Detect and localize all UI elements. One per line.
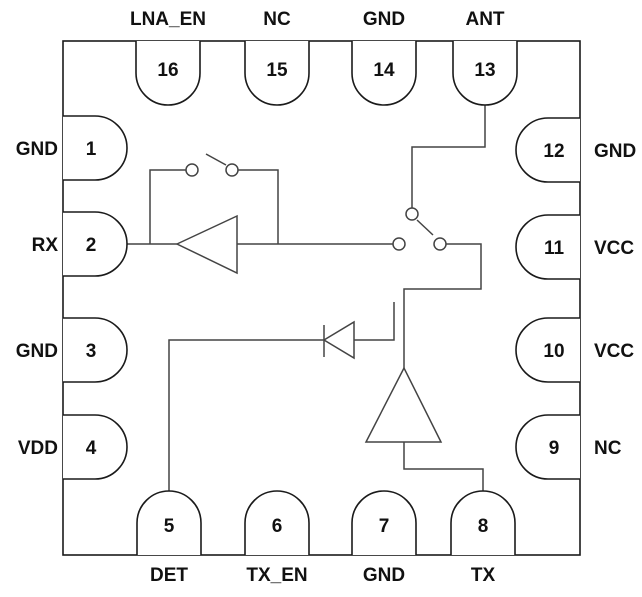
pin-11: 11 VCC — [515, 214, 634, 280]
pin-number: 14 — [373, 60, 395, 81]
pin-label: ANT — [465, 9, 504, 30]
pin-pad — [515, 214, 580, 280]
pin-pad — [450, 490, 516, 555]
det-wire — [168, 339, 324, 492]
pin-15: 15 NC — [244, 9, 310, 106]
switch-common-terminal — [405, 207, 419, 221]
pin-number: 4 — [86, 438, 97, 459]
pin-9: 9 NC — [515, 414, 622, 480]
pin-pad — [63, 115, 128, 181]
pin-pad — [244, 41, 310, 106]
pin-label: GND — [363, 9, 405, 30]
detector-coupler-wire — [354, 302, 395, 341]
pin-label: NC — [263, 9, 291, 30]
pin-label: RX — [32, 235, 59, 256]
pin-14: 14 GND — [351, 9, 417, 106]
pin-3: 3 GND — [16, 317, 128, 383]
pin-13: 13 ANT — [452, 9, 518, 106]
pin-label: VCC — [594, 238, 634, 259]
pin-label: GND — [16, 341, 58, 362]
pin-16: 16 LNA_EN — [130, 9, 206, 106]
pin-label: TX_EN — [246, 565, 307, 586]
pin-pad — [136, 490, 202, 555]
pin-8: 8TX — [450, 490, 516, 586]
pin-pad — [351, 41, 417, 106]
pin-pad — [515, 317, 580, 383]
switch-rx-terminal — [392, 237, 406, 251]
pin-10: 10 VCC — [515, 317, 634, 383]
pin-1: 1 GND — [16, 115, 128, 181]
internal-circuit — [127, 104, 486, 492]
tr-switch-lever — [416, 219, 434, 236]
pin-number: 12 — [543, 141, 564, 162]
bypass-left-wire — [149, 169, 186, 244]
pin-label: GND — [363, 565, 405, 586]
pin-pad — [63, 211, 128, 277]
pin-pad — [244, 490, 310, 555]
pin-number: 1 — [86, 139, 97, 160]
pin-pad — [63, 414, 128, 480]
tx-switch-wire — [403, 243, 482, 368]
pin-4: 4 VDD — [18, 414, 128, 480]
pin-number: 6 — [272, 516, 283, 537]
pin-label: DET — [150, 565, 188, 586]
pin-number: 8 — [478, 516, 489, 537]
pin-number: 3 — [86, 341, 97, 362]
bypass-switch-terminal-a — [185, 163, 199, 177]
pin-label: TX — [471, 565, 496, 586]
pin-label: GND — [594, 141, 636, 162]
pin-number: 7 — [379, 516, 390, 537]
detector-diode — [322, 320, 355, 360]
pin-number: 2 — [86, 235, 97, 256]
pin-number: 9 — [549, 438, 560, 459]
bypass-right-wire — [238, 169, 279, 244]
pin-label: VCC — [594, 341, 634, 362]
pin-pad — [515, 414, 580, 480]
pin-number: 11 — [544, 238, 565, 259]
package-outline — [62, 40, 581, 556]
bypass-switch-terminal-b — [225, 163, 239, 177]
pin-pad — [452, 41, 518, 106]
pin-number: 10 — [543, 341, 564, 362]
pin-label: GND — [16, 139, 58, 160]
pin-label: LNA_EN — [130, 9, 206, 30]
tx-input-wire — [403, 442, 484, 492]
pin-number: 16 — [157, 60, 178, 81]
pin-pad — [351, 490, 417, 555]
switch-tx-terminal — [433, 237, 447, 251]
pin-pad — [515, 117, 580, 183]
pin-label: VDD — [18, 438, 58, 459]
pin-number: 15 — [266, 60, 288, 81]
pin-2: 2 RX — [32, 211, 128, 277]
pin-label: NC — [594, 438, 622, 459]
pin-number: 13 — [474, 60, 495, 81]
pin-pad — [135, 41, 201, 106]
bypass-switch-lever — [205, 153, 227, 166]
pin-pad — [63, 317, 128, 383]
pin-12: 12 GND — [515, 117, 636, 183]
pin-6: 6TX_EN — [244, 490, 310, 586]
ant-wire — [411, 104, 486, 208]
pin-number: 5 — [164, 516, 175, 537]
